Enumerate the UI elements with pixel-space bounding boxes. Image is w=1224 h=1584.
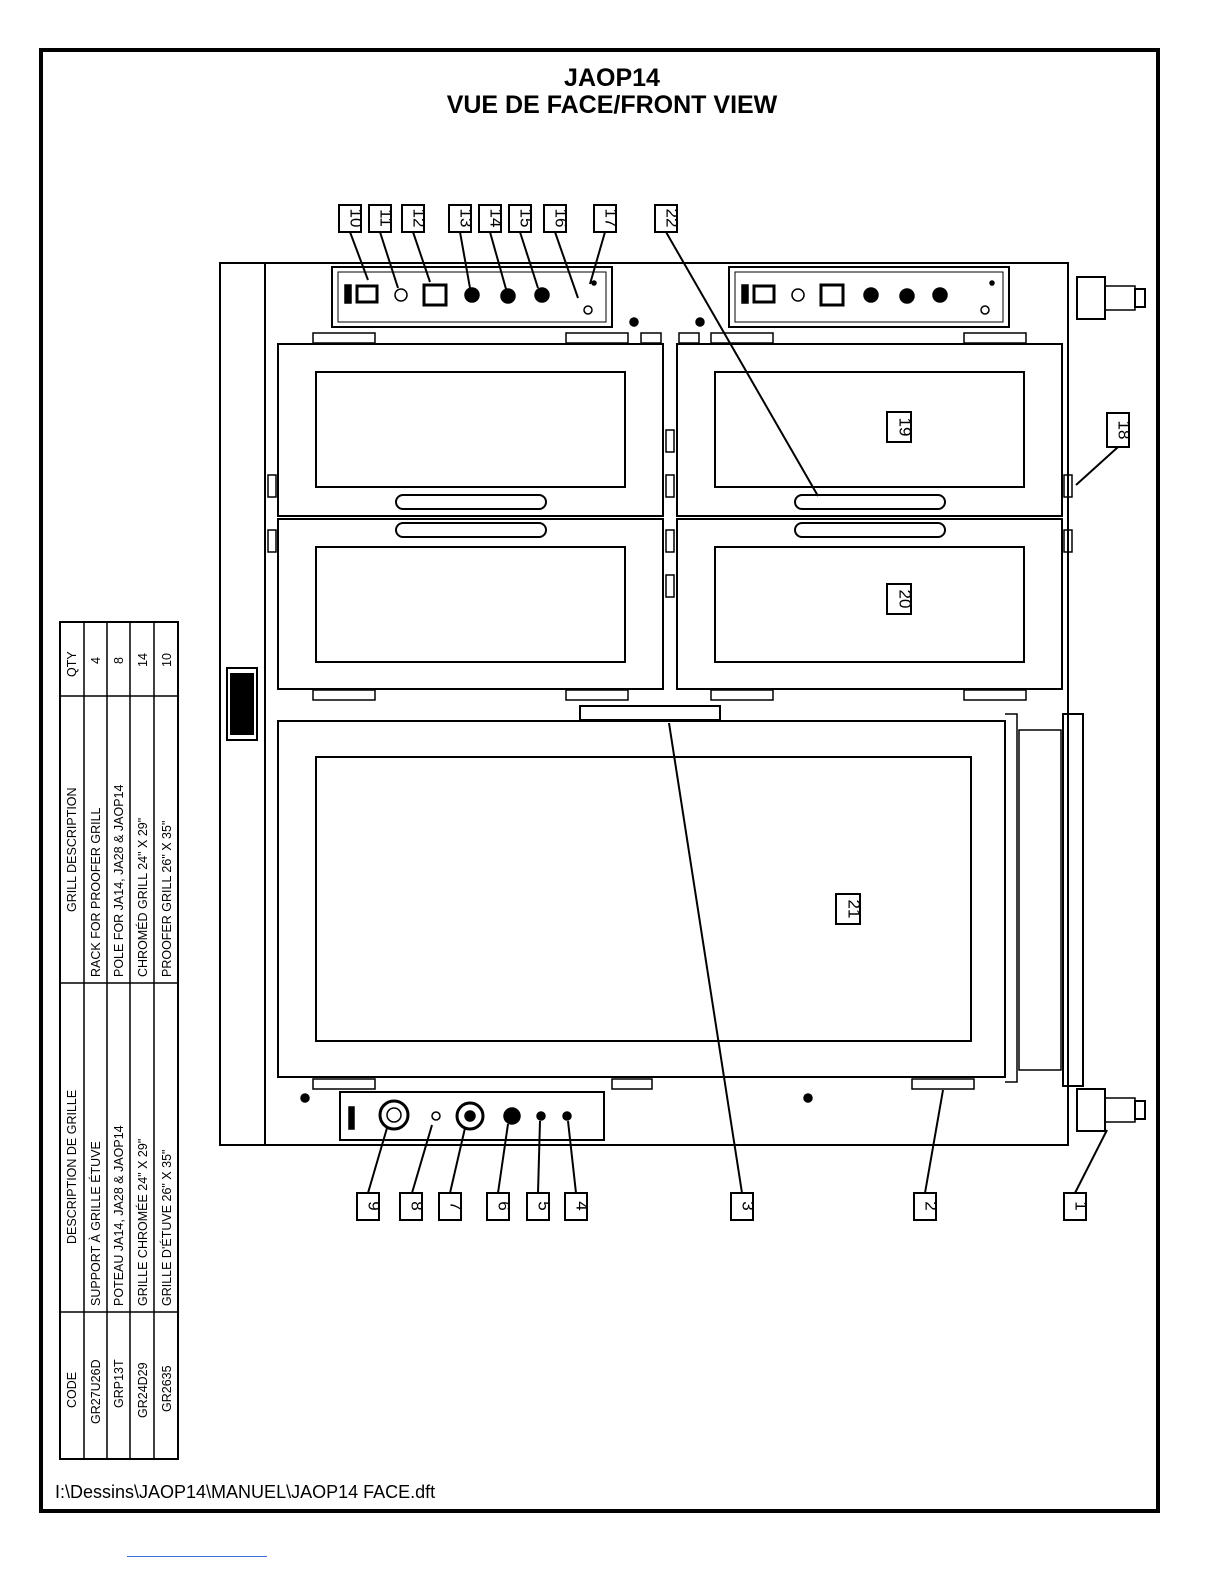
callout-10: 10: [347, 209, 366, 228]
callout-box: [730, 1192, 754, 1221]
callout-5: 5: [535, 1201, 554, 1210]
door-middle-right: [676, 518, 1063, 690]
table-cell-desc-fr: GRILLE D'ÉTUVE 26" X 35": [159, 1150, 174, 1306]
callout-2: 2: [922, 1201, 941, 1210]
table-header-desc-en: GRILL DESCRIPTION: [65, 787, 79, 912]
callout-box: [368, 204, 392, 233]
table-header-code: CODE: [65, 1372, 79, 1408]
cabinet-body: [264, 262, 1069, 1146]
callout-1: 1: [1072, 1201, 1091, 1210]
callout-22: 22: [663, 209, 682, 228]
control-panel-right: [728, 266, 1010, 328]
callout-box: [448, 204, 472, 233]
callout-box: [526, 1192, 550, 1221]
table-cell-desc-en: PROOFER GRILL 26" X 35": [160, 821, 174, 977]
callout-20: 20: [896, 590, 915, 609]
callout-12: 12: [410, 209, 429, 228]
table-cell-desc-fr: GRILLE CHROMÉE 24" X 29": [135, 1139, 150, 1306]
table-cell-qty: 8: [112, 657, 126, 664]
table-cell-code: GR24D29: [136, 1362, 150, 1418]
callout-13: 13: [457, 209, 476, 228]
drawing-title-model: JAOP14: [564, 64, 660, 92]
bottom-rule: [127, 1556, 267, 1557]
callout-box: [654, 204, 678, 233]
table-cell-desc-fr: POTEAU JA14, JA28 & JAOP14: [112, 1125, 126, 1306]
callout-9: 9: [365, 1201, 384, 1210]
callout-box: [835, 893, 861, 925]
door-handle: [395, 494, 547, 510]
table-cell-desc-en: RACK FOR PROOFER GRILL: [89, 807, 103, 977]
table-cell-qty: 14: [136, 653, 150, 667]
callout-box: [1063, 1192, 1087, 1221]
proofer-handle-bar: [1062, 713, 1084, 1087]
caster-bottom: [1076, 1088, 1106, 1132]
callout-box: [438, 1192, 462, 1221]
callout-box: [1106, 412, 1130, 448]
callout-box: [478, 204, 502, 233]
brand-plate: [226, 667, 258, 741]
callout-15: 15: [517, 209, 536, 228]
callout-box: [886, 583, 912, 615]
callout-box: [338, 204, 362, 233]
callout-box: [913, 1192, 937, 1221]
table-header-qty: QTY: [65, 651, 79, 677]
callout-box: [564, 1192, 588, 1221]
callout-14: 14: [487, 209, 506, 228]
door-handle: [395, 522, 547, 538]
callout-7: 7: [447, 1201, 466, 1210]
table-cell-desc-fr: SUPPORT À GRILLE ÉTUVE: [88, 1141, 103, 1306]
drawing-title-view: VUE DE FACE/FRONT VIEW: [446, 91, 778, 119]
table-cell-desc-en: POLE FOR JA14, JA28 & JAOP14: [112, 785, 126, 977]
vent-grille: [579, 705, 721, 721]
callout-box: [399, 1192, 423, 1221]
callout-17: 17: [602, 209, 621, 228]
table-cell-qty: 4: [89, 657, 103, 664]
callout-8: 8: [408, 1201, 427, 1210]
callout-3: 3: [739, 1201, 758, 1210]
callout-19: 19: [896, 418, 915, 437]
table-cell-qty: 10: [160, 653, 174, 667]
callout-box: [401, 204, 425, 233]
callout-18: 18: [1115, 421, 1134, 440]
callout-box: [886, 411, 912, 443]
door-bottom-proofer: [277, 720, 1006, 1078]
caster-top: [1076, 276, 1106, 320]
door-top-right: [676, 343, 1063, 517]
callout-box: [543, 204, 567, 233]
table-cell-desc-en: CHROMÉD GRILL 24" X 29": [135, 818, 150, 977]
callout-box: [356, 1192, 380, 1221]
file-path-label: I:\Dessins\JAOP14\MANUEL\JAOP14 FACE.dft: [55, 1482, 436, 1502]
door-handle: [794, 494, 946, 510]
control-panel-left: [331, 266, 613, 328]
door-handle: [794, 522, 946, 538]
parts-table: [59, 621, 179, 1460]
callout-box: [486, 1192, 510, 1221]
table-cell-code: GR27U26D: [89, 1359, 103, 1424]
door-top-left: [277, 343, 664, 517]
callout-6: 6: [495, 1201, 514, 1210]
table-cell-code: GR2635: [160, 1365, 174, 1412]
drawing-border: [39, 48, 1160, 1513]
callout-box: [508, 204, 532, 233]
callout-16: 16: [552, 209, 571, 228]
callout-4: 4: [573, 1201, 592, 1210]
table-cell-code: GRP13T: [112, 1359, 126, 1408]
table-header-desc-fr: DESCRIPTION DE GRILLE: [65, 1090, 79, 1244]
callout-box: [593, 204, 617, 233]
callout-21: 21: [845, 900, 864, 919]
control-panel-bottom: [339, 1091, 605, 1141]
callout-11: 11: [377, 209, 396, 227]
door-middle-left: [277, 518, 664, 690]
